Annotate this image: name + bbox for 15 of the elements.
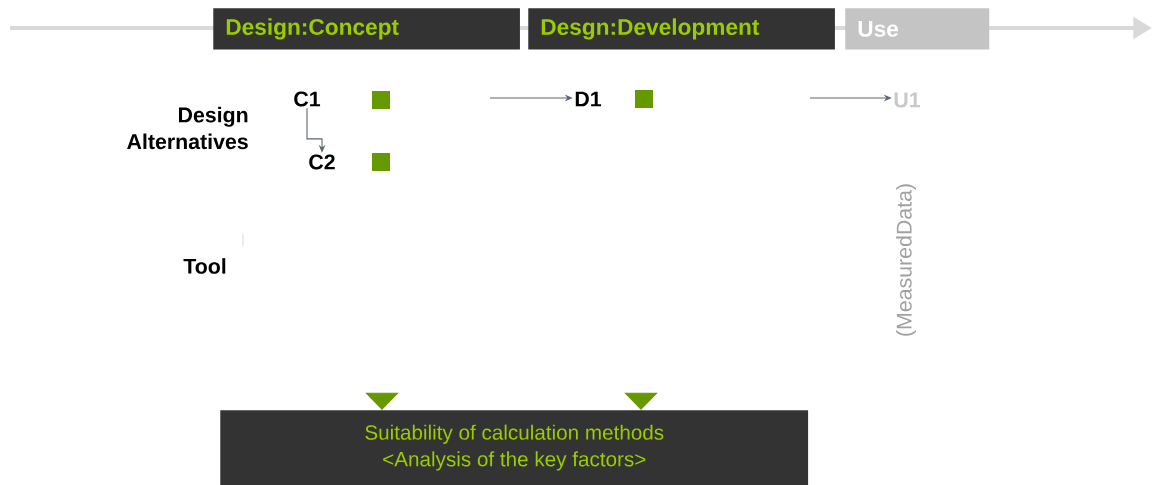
result-box: Suitability of calculation methods <Analysis of the key factors> [220, 410, 809, 485]
phase-header: Desgn:Development [528, 8, 835, 50]
phase-header: Use [845, 8, 990, 50]
alternative-label: C2 [309, 154, 335, 170]
square-marker [372, 91, 390, 109]
alternative-label: D1 [575, 91, 602, 107]
square-marker [372, 153, 390, 171]
phase-header: Design:Concept [213, 8, 520, 50]
rotated-note: (MeasuredData) [896, 184, 916, 336]
alternative-label: C1 [294, 91, 321, 107]
row-label: Tool [183, 258, 226, 274]
square-marker [635, 90, 653, 108]
row-label: Design Alternatives [127, 106, 248, 150]
chevron [624, 392, 658, 410]
chevron [365, 392, 399, 410]
